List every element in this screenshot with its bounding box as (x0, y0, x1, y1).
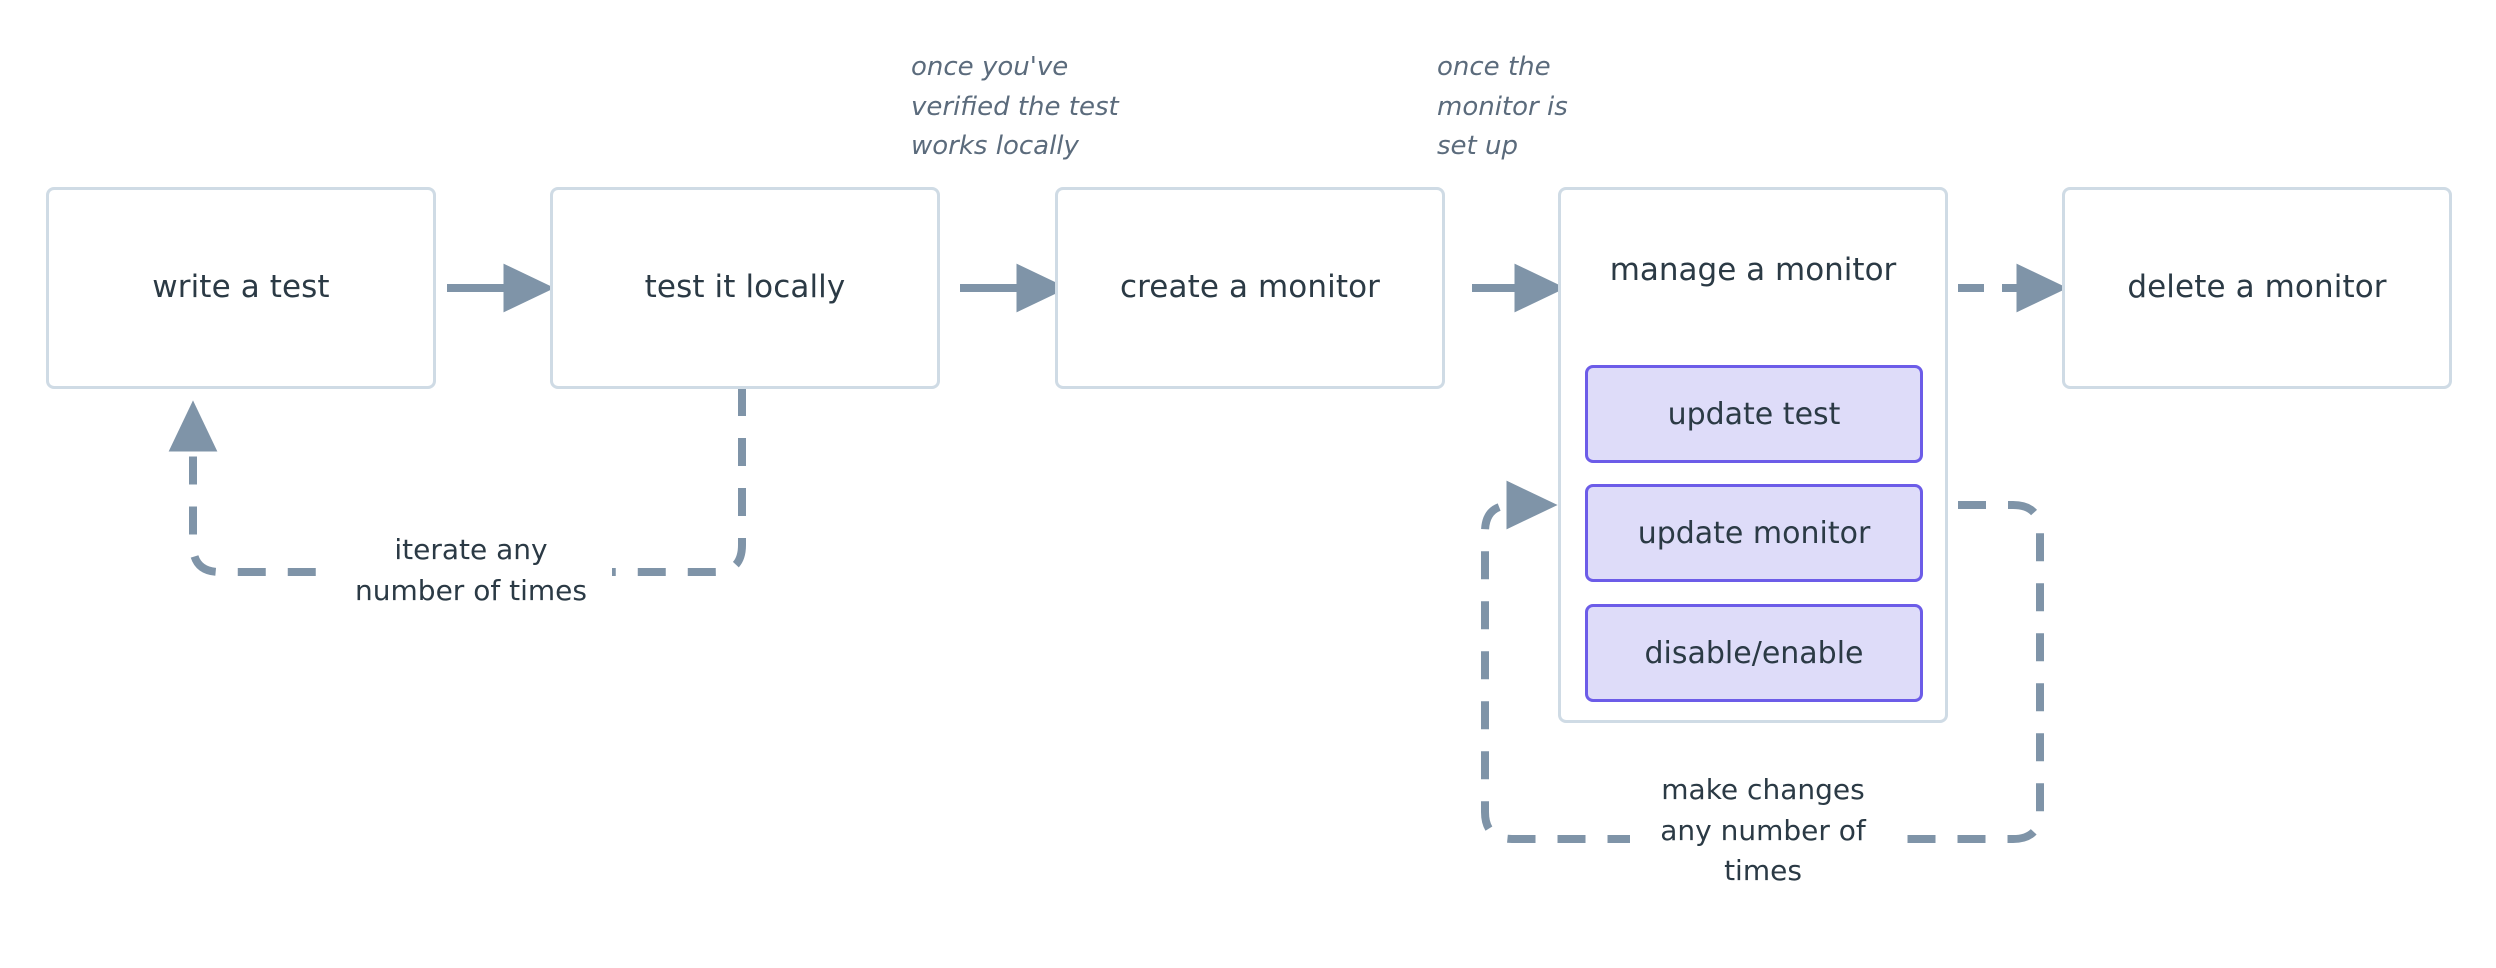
subnode-disable-enable-label: disable/enable (1644, 635, 1864, 671)
node-manage-a-monitor[interactable]: manage a monitor update test update moni… (1558, 187, 1948, 723)
node-delete-a-monitor-label: delete a monitor (2127, 269, 2387, 306)
loop-caption-iterate: iterate any number of times (330, 530, 612, 612)
subnode-update-test[interactable]: update test (1585, 365, 1923, 463)
node-test-it-locally-label: test it locally (644, 269, 846, 306)
subnode-update-test-label: update test (1667, 396, 1841, 432)
node-manage-a-monitor-label: manage a monitor (1609, 252, 1897, 288)
node-write-a-test-label: write a test (152, 269, 330, 306)
node-delete-a-monitor[interactable]: delete a monitor (2062, 187, 2452, 389)
subnode-update-monitor-label: update monitor (1637, 515, 1871, 551)
annotation-setup-note: once the monitor is set up (1437, 52, 1568, 162)
subnode-disable-enable[interactable]: disable/enable (1585, 604, 1923, 702)
annotation-verified-note: once you've verified the test works loca… (911, 52, 1119, 162)
loop-caption-make-changes: make changes any number of times (1630, 770, 1896, 892)
node-create-a-monitor[interactable]: create a monitor (1055, 187, 1445, 389)
node-test-it-locally[interactable]: test it locally (550, 187, 940, 389)
subnode-update-monitor[interactable]: update monitor (1585, 484, 1923, 582)
node-write-a-test[interactable]: write a test (46, 187, 436, 389)
node-create-a-monitor-label: create a monitor (1120, 269, 1380, 306)
